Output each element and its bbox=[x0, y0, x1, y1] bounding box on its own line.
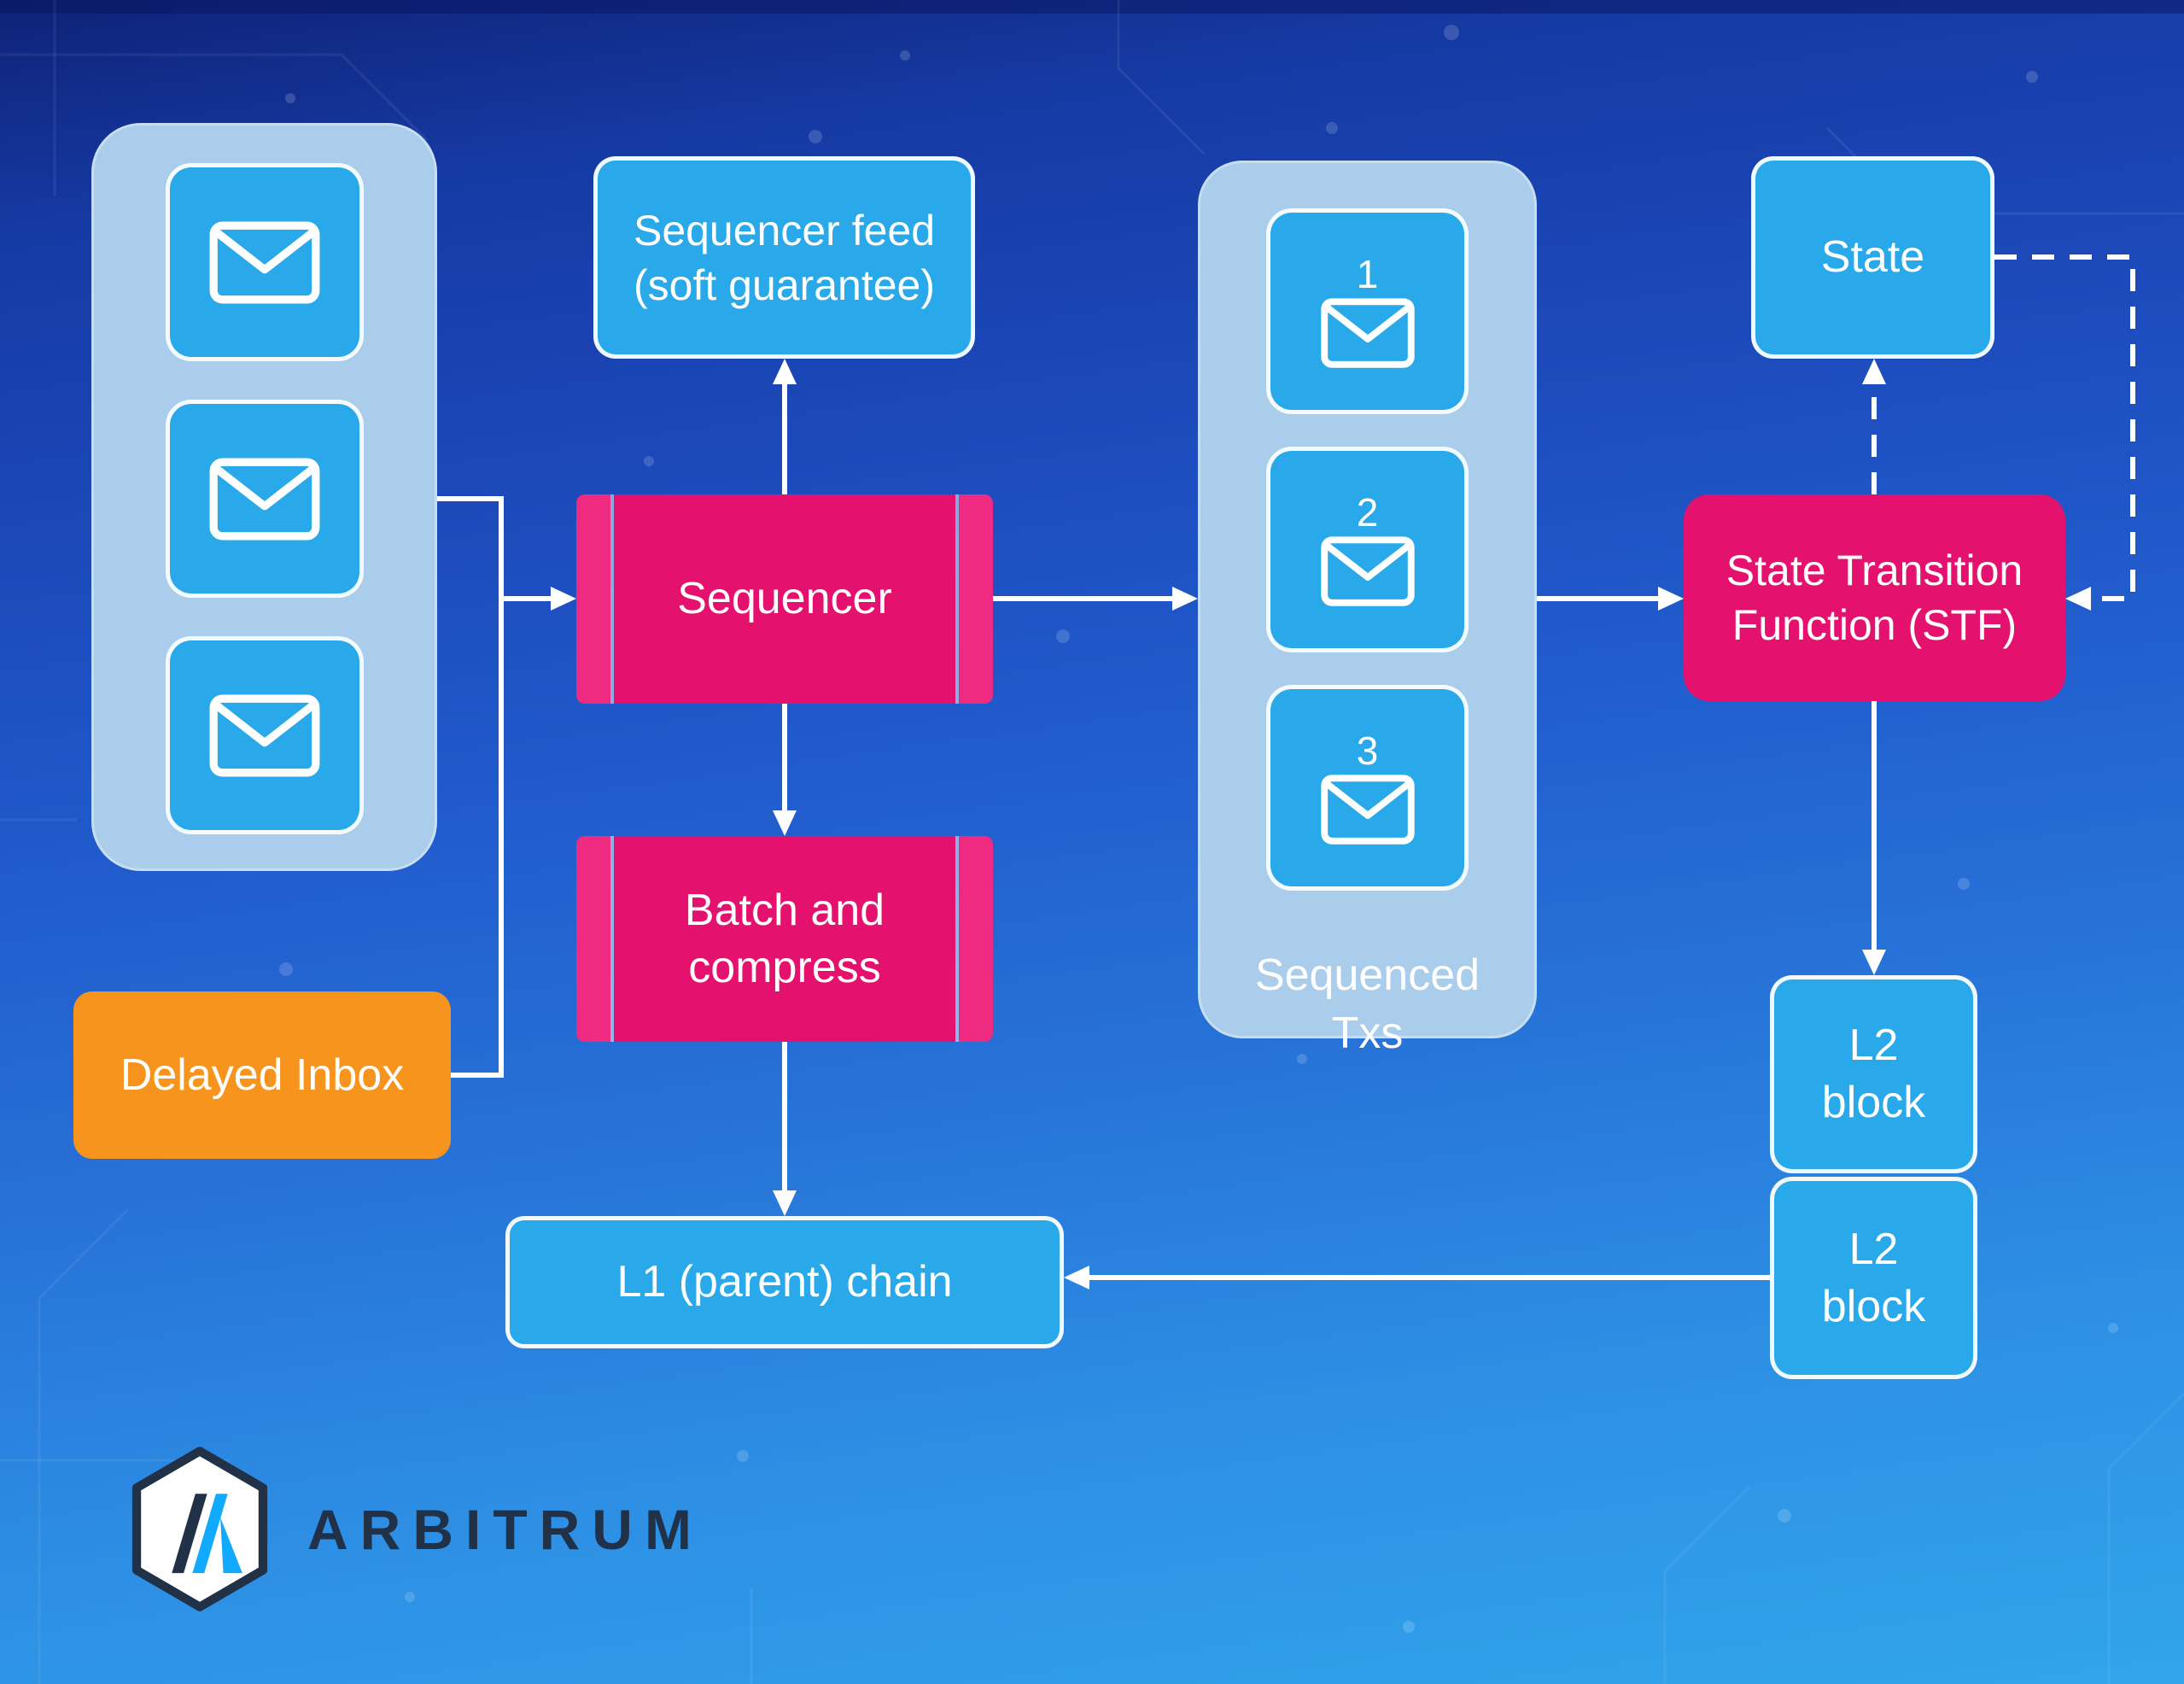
envelope-icon bbox=[208, 220, 321, 305]
sequencer-feed-node: Sequencer feed (soft guarantee) bbox=[593, 156, 975, 359]
arbitrum-logo-icon bbox=[131, 1447, 268, 1611]
state-node: State bbox=[1751, 156, 1994, 359]
arrow-state-to-stf-feedback-dashed bbox=[1994, 254, 2135, 611]
top-dark-strip bbox=[0, 0, 2184, 14]
l2-block-bottom-node: L2 block bbox=[1770, 1177, 1977, 1379]
l2-block-bottom-label: L2 block bbox=[1821, 1224, 1926, 1331]
arrow-junction-to-sequencer bbox=[501, 587, 576, 611]
envelope-icon bbox=[208, 457, 321, 541]
sequenced-tx-tile: 1 bbox=[1266, 208, 1469, 414]
envelope-icon bbox=[1320, 297, 1416, 369]
delayed-inbox-node: Delayed Inbox bbox=[73, 991, 451, 1159]
l2-block-top-label: L2 block bbox=[1821, 1020, 1926, 1127]
sequencer-label: Sequencer bbox=[677, 574, 892, 624]
state-label: State bbox=[1820, 232, 1925, 283]
envelope-icon bbox=[1320, 535, 1416, 607]
sequenced-tx-number: 1 bbox=[1356, 251, 1379, 296]
arrow-sequencer-to-sequenced-txs bbox=[993, 587, 1198, 611]
sequenced-txs-label: Sequenced Txs bbox=[1254, 950, 1480, 1058]
arrow-sequencer-to-feed bbox=[773, 359, 797, 494]
envelope-icon bbox=[1320, 774, 1416, 845]
sequencer-node: Sequencer bbox=[576, 494, 993, 704]
bokeh-dots bbox=[279, 25, 2118, 1633]
incoming-txs-group bbox=[91, 123, 437, 871]
batch-compress-node: Batch and compress bbox=[576, 836, 993, 1042]
arrow-stf-to-state-dashed bbox=[1862, 359, 1886, 494]
arbitrum-wordmark: ARBITRUM bbox=[307, 1497, 704, 1561]
l1-chain-label: L1 (parent) chain bbox=[616, 1257, 953, 1307]
sequenced-tx-number: 2 bbox=[1356, 489, 1379, 535]
sequencer-feed-label: Sequencer feed (soft guarantee) bbox=[633, 206, 936, 309]
arrow-sequenced-txs-to-stf bbox=[1537, 587, 1684, 611]
stf-node: State Transition Function (STF) bbox=[1684, 494, 2065, 701]
arrow-batch-to-l1 bbox=[773, 1042, 797, 1216]
arbitrum-branding: ARBITRUM bbox=[126, 1447, 704, 1611]
sequenced-txs-group: 1 2 3 Sequenced Txs bbox=[1198, 161, 1537, 1058]
batch-compress-label: Batch and compress bbox=[684, 885, 885, 992]
sequenced-tx-tile: 2 bbox=[1266, 447, 1469, 652]
sequenced-tx-tile: 3 bbox=[1266, 685, 1469, 891]
l1-chain-node: L1 (parent) chain bbox=[505, 1216, 1064, 1348]
stf-label: State Transition Function (STF) bbox=[1726, 547, 2023, 649]
connector-inbox-and-delayed-junction bbox=[437, 496, 504, 1078]
arrow-stf-to-l2-block bbox=[1862, 700, 1886, 975]
arrow-sequencer-to-batch bbox=[773, 704, 797, 836]
incoming-tx-envelope-tile bbox=[165, 400, 364, 598]
arrow-l2-block-to-l1 bbox=[1064, 1266, 1770, 1289]
l2-block-top-node: L2 block bbox=[1770, 975, 1977, 1173]
incoming-tx-envelope-tile bbox=[165, 636, 364, 834]
delayed-inbox-label: Delayed Inbox bbox=[120, 1050, 405, 1100]
sequenced-tx-number: 3 bbox=[1356, 728, 1379, 773]
incoming-tx-envelope-tile bbox=[165, 163, 364, 361]
envelope-icon bbox=[208, 693, 321, 778]
